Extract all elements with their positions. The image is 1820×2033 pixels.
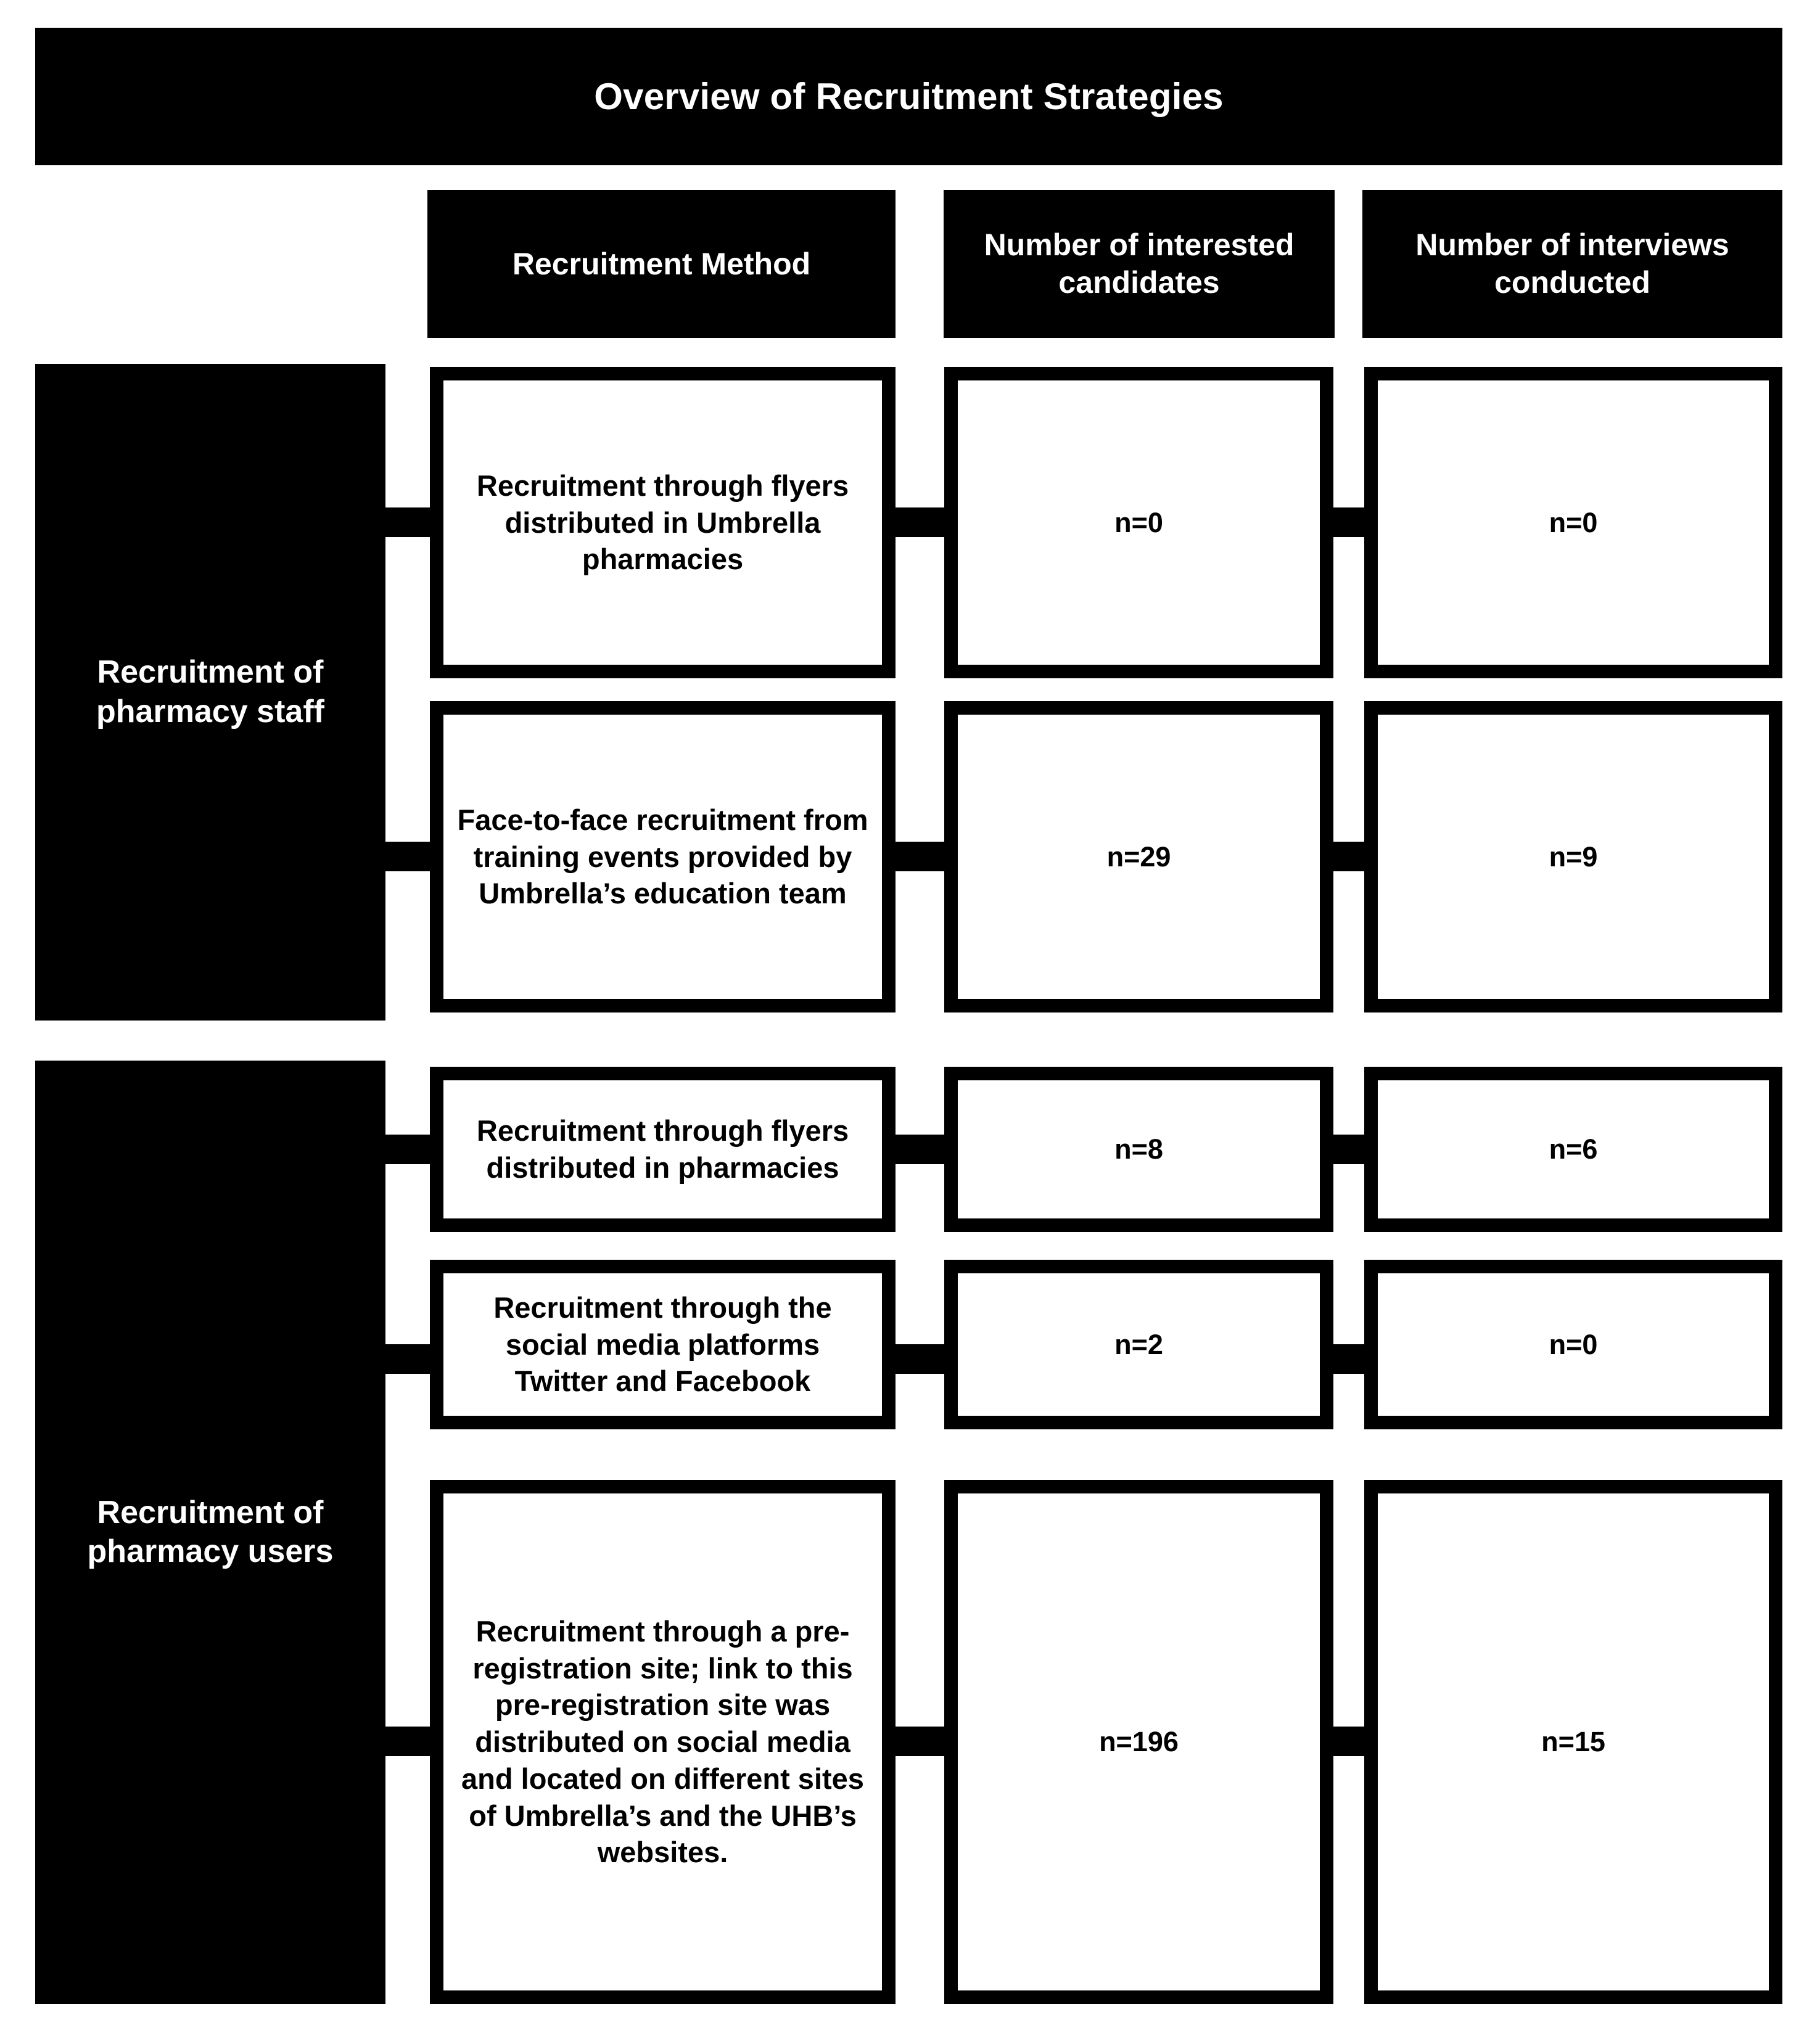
column-header-recruitment-method: Recruitment Method — [427, 190, 896, 338]
group-label-pharmacy-staff: Recruitment of pharmacy staff — [35, 364, 385, 1021]
cell-method-row-5: Recruitment through a pre-registration s… — [430, 1480, 896, 2004]
cell-interviews-row-2: n=9 — [1364, 701, 1782, 1012]
connector-group-to-row-4 — [370, 1344, 438, 1374]
connector-method-to-interested-row-5 — [888, 1727, 953, 1756]
cell-interested-row-2: n=29 — [944, 701, 1333, 1012]
cell-method-row-3: Recruitment through flyers distributed i… — [430, 1067, 896, 1232]
connector-method-to-interested-row-2 — [888, 842, 953, 871]
connector-method-to-interested-row-4 — [888, 1344, 953, 1374]
connector-group-to-row-1 — [370, 507, 438, 537]
cell-interested-row-3: n=8 — [944, 1067, 1333, 1232]
cell-method-row-1: Recruitment through flyers distributed i… — [430, 367, 896, 678]
cell-interviews-row-5: n=15 — [1364, 1480, 1782, 2004]
cell-interested-row-4: n=2 — [944, 1260, 1333, 1429]
cell-method-row-2: Face-to-face recruitment from training e… — [430, 701, 896, 1012]
connector-method-to-interested-row-3 — [888, 1135, 953, 1164]
cell-interviews-row-1: n=0 — [1364, 367, 1782, 678]
column-header-interested-candidates: Number of interested candidates — [944, 190, 1335, 338]
connector-group-to-row-5 — [370, 1727, 438, 1756]
column-header-interviews-conducted: Number of interviews conducted — [1362, 190, 1782, 338]
group-label-pharmacy-users: Recruitment of pharmacy users — [35, 1061, 385, 2004]
cell-interested-row-1: n=0 — [944, 367, 1333, 678]
connector-method-to-interested-row-1 — [888, 507, 953, 537]
figure-title: Overview of Recruitment Strategies — [35, 28, 1782, 165]
cell-interviews-row-3: n=6 — [1364, 1067, 1782, 1232]
connector-group-to-row-2 — [370, 842, 438, 871]
cell-interested-row-5: n=196 — [944, 1480, 1333, 2004]
cell-interviews-row-4: n=0 — [1364, 1260, 1782, 1429]
connector-group-to-row-3 — [370, 1135, 438, 1164]
cell-method-row-4: Recruitment through the social media pla… — [430, 1260, 896, 1429]
